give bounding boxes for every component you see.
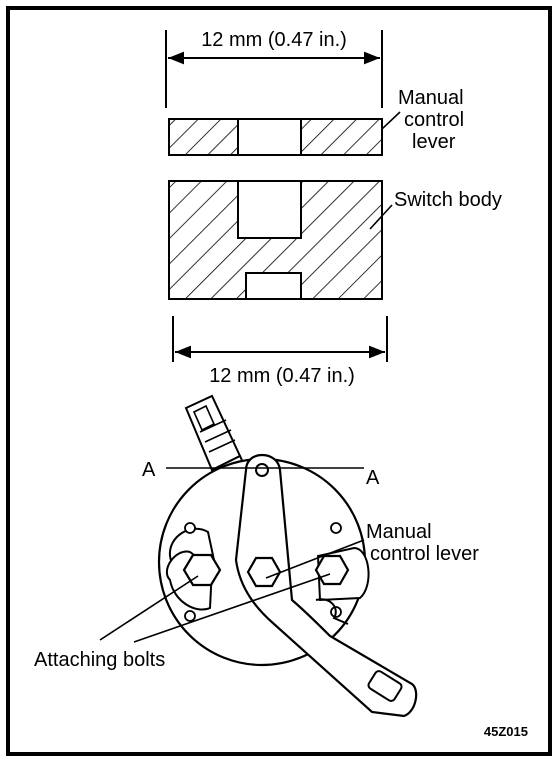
label-manual-control-lever-2: control (404, 109, 464, 131)
lever-section (168, 118, 383, 156)
top-dimension-label: 12 mm (0.47 in.) (201, 29, 347, 51)
switch-body-section (168, 180, 383, 300)
top-dimension: 12 mm (0.47 in.) (165, 29, 383, 108)
switch-assembly (157, 394, 418, 718)
manual-control-lever-plate (234, 454, 418, 718)
bolt-left-icon (182, 553, 222, 587)
section-label-a-right: A (366, 467, 380, 489)
bottom-dimension: 12 mm (0.47 in.) (172, 316, 388, 387)
label-manual-control-lever-bottom-2: control lever (370, 543, 479, 565)
section-label-a-left: A (142, 459, 156, 481)
label-attaching-bolts: Attaching bolts (34, 649, 165, 671)
label-manual-control-lever-bottom-1: Manual (366, 521, 432, 543)
section-line-a-a: A A (142, 459, 380, 489)
label-switch-body: Switch body (394, 189, 502, 211)
label-manual-control-lever-3: lever (412, 131, 456, 153)
figure-code: 45Z015 (484, 724, 528, 739)
label-manual-control-lever-1: Manual (398, 87, 464, 109)
bottom-dimension-label: 12 mm (0.47 in.) (209, 365, 355, 387)
figure-frame (6, 6, 552, 756)
bolt-right-icon (314, 554, 350, 586)
